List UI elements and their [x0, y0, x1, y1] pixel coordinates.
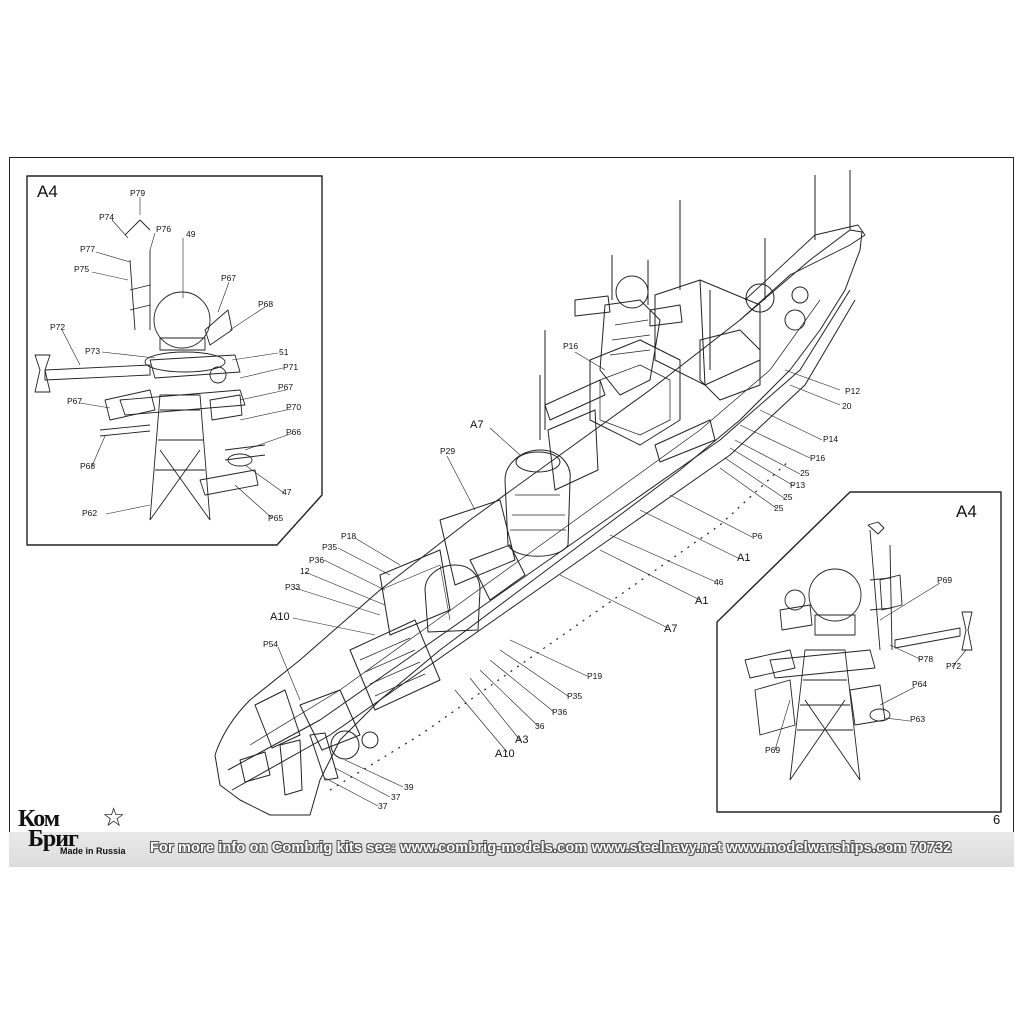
callout: P76	[156, 224, 171, 234]
callout: P35	[567, 691, 582, 701]
callout: P62	[82, 508, 97, 518]
callout: P75	[74, 264, 89, 274]
callout: A1	[695, 595, 708, 607]
callout: P78	[918, 654, 933, 664]
callout: 25	[774, 503, 784, 513]
callout: P16	[810, 453, 825, 463]
callout: P79	[130, 188, 145, 198]
inset-title-left: A4	[37, 182, 58, 201]
inset-title-right: A4	[956, 502, 977, 521]
callout: P67	[67, 396, 82, 406]
callout: 25	[783, 492, 793, 502]
callout: A7	[664, 623, 677, 635]
bow-rail	[739, 224, 866, 321]
callout: P73	[85, 346, 100, 356]
forward-superstructure	[589, 279, 761, 446]
callout: P70	[286, 402, 301, 412]
callout: P74	[99, 212, 114, 222]
callout: P66	[286, 427, 301, 437]
callout: 37	[378, 801, 388, 811]
star-icon: ☆	[102, 802, 126, 832]
callout: P19	[587, 671, 602, 681]
leader-lines	[61, 197, 967, 807]
callout: P63	[910, 714, 925, 724]
callout: 37	[391, 792, 401, 802]
stern-fittings	[239, 689, 379, 796]
callout: 49	[186, 229, 196, 239]
callout: P36	[309, 555, 324, 565]
callout: P18	[341, 531, 356, 541]
deck-equipment	[544, 283, 809, 463]
callout: A3	[515, 734, 528, 746]
left-inset-mast	[34, 219, 266, 521]
callout: A10	[270, 611, 290, 623]
callout: P54	[263, 639, 278, 649]
callout: P68	[80, 461, 95, 471]
callout: P64	[912, 679, 927, 689]
callout: P65	[268, 513, 283, 523]
callout: 25	[800, 468, 810, 478]
masts	[539, 170, 851, 440]
footer-band	[9, 832, 1014, 867]
callout: P35	[322, 542, 337, 552]
callout: P72	[50, 322, 65, 332]
callout: P67	[278, 382, 293, 392]
callout: P67	[221, 273, 236, 283]
right-inset-mast	[744, 521, 973, 781]
logo-tagline: Made in Russia	[60, 846, 126, 856]
aft-superstructure	[349, 499, 526, 711]
callout-labels: P16 P12 20 P14 P16 25 P13 25 25 A7 P29 P…	[50, 188, 961, 811]
callout: 47	[282, 487, 292, 497]
callout: A10	[495, 748, 515, 760]
callout: P71	[283, 362, 298, 372]
inset-frame-right	[716, 491, 1002, 813]
callout: 46	[714, 577, 724, 587]
callout: 39	[404, 782, 414, 792]
callout: P6	[752, 531, 763, 541]
radar-mast	[574, 255, 683, 396]
funnel	[504, 409, 599, 557]
ship-hull	[214, 229, 863, 816]
logo-line-1: Ком	[18, 806, 60, 832]
callout: P72	[946, 661, 961, 671]
brand-logo: Ком Бриг ☆ Made in Russia	[14, 802, 134, 862]
callout: 36	[535, 721, 545, 731]
callout: 51	[279, 347, 289, 357]
callout: P68	[258, 299, 273, 309]
callout: P14	[823, 434, 838, 444]
callout: A1	[737, 552, 750, 564]
callout: 20	[842, 401, 852, 411]
callout: 12	[300, 566, 310, 576]
callout: P12	[845, 386, 860, 396]
callout: P77	[80, 244, 95, 254]
page-number: 6	[993, 812, 1001, 827]
callout: P16	[563, 341, 578, 351]
inset-frame-left	[26, 175, 323, 546]
callout: P69	[937, 575, 952, 585]
callout: P29	[440, 446, 455, 456]
callout: P33	[285, 582, 300, 592]
instruction-sheet	[9, 157, 1014, 867]
callout: P13	[790, 480, 805, 490]
logo-line-2: Бриг	[28, 826, 79, 852]
callout: P69	[765, 745, 780, 755]
callout: A7	[470, 419, 483, 431]
callout: P36	[552, 707, 567, 717]
footer-text: For more info on Combrig kits see: www.c…	[150, 840, 952, 856]
